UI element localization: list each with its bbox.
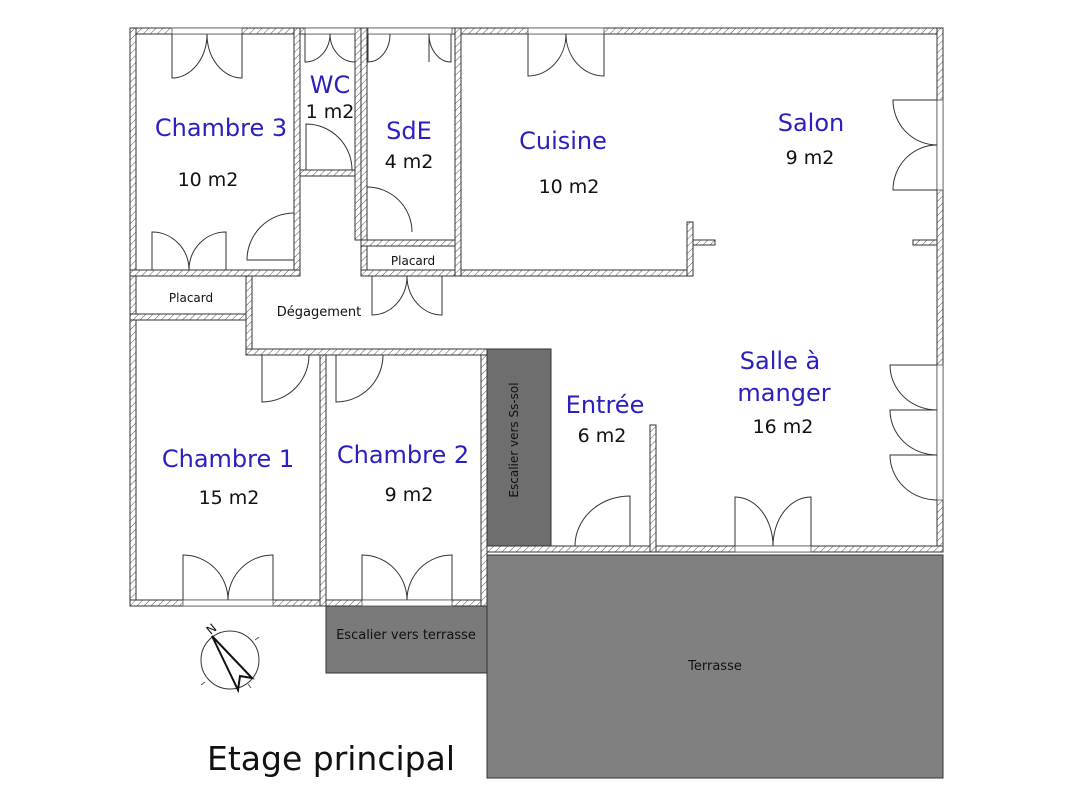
stair-to-terrace (325, 605, 488, 674)
room-name-salle-line2: manger (737, 379, 830, 407)
room-area-chambre-3: 10 m2 (178, 169, 239, 191)
room-area-chambre-1: 15 m2 (199, 487, 260, 509)
compass-north-letter: N (204, 621, 220, 637)
doors (151, 33, 938, 601)
placard-left-label: Placard (169, 291, 213, 305)
room-name-salon: Salon (778, 109, 845, 137)
room-area-wc: 1 m2 (306, 101, 355, 123)
room-area-entree: 6 m2 (578, 425, 627, 447)
room-name-salle-line1: Salle à (740, 347, 820, 375)
stair-basement-label: Escalier vers Ss-sol (507, 382, 521, 497)
room-area-salon: 9 m2 (786, 147, 835, 169)
windows (171, 27, 944, 607)
terrace-label: Terrasse (687, 659, 742, 674)
room-name-cuisine: Cuisine (519, 127, 607, 155)
terrace (486, 554, 944, 779)
stair-to-basement (486, 348, 552, 550)
room-area-cuisine: 10 m2 (539, 176, 600, 198)
room-name-entree: Entrée (566, 391, 645, 419)
room-area-salle: 16 m2 (753, 416, 814, 438)
room-name-wc: WC (310, 71, 351, 99)
placard-right-label: Placard (391, 254, 435, 268)
room-name-chambre-3: Chambre 3 (155, 114, 287, 142)
room-name-chambre-1: Chambre 1 (162, 445, 294, 473)
room-name-sde: SdE (386, 117, 432, 145)
degagement-label: Dégagement (277, 305, 361, 320)
plan-title: Etage principal (207, 739, 455, 778)
room-name-chambre-2: Chambre 2 (337, 441, 469, 469)
stair-terrace-label: Escalier vers terrasse (336, 628, 476, 643)
room-area-sde: 4 m2 (385, 151, 434, 173)
compass-icon: N (200, 621, 260, 694)
room-area-chambre-2: 9 m2 (385, 484, 434, 506)
